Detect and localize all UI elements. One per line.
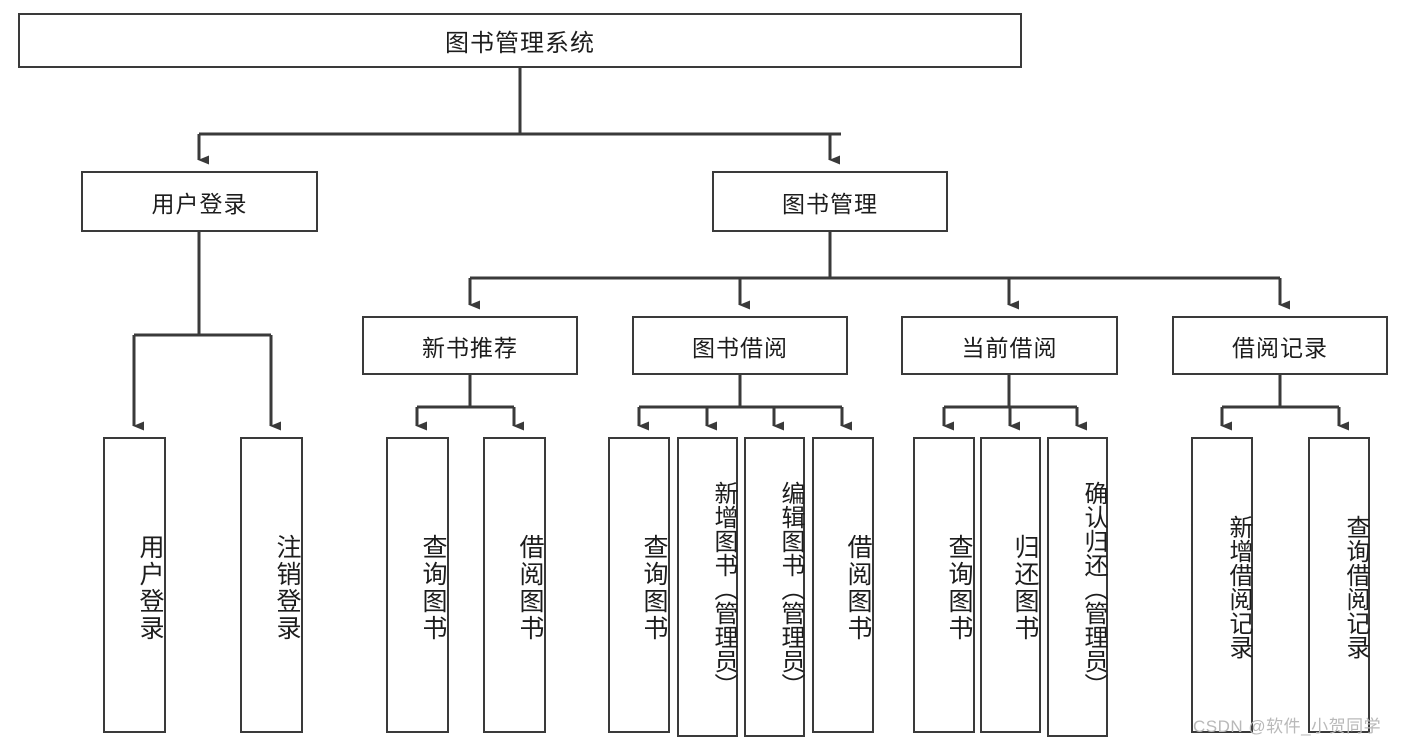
leaf-borrow-book-recommend[interactable]: 借阅图书 <box>483 437 546 733</box>
leaf-confirm-return-admin[interactable]: 确认归还（管理员） <box>1047 437 1108 737</box>
node-user-login[interactable]: 用户登录 <box>81 171 318 232</box>
node-label: 图书借阅 <box>692 334 788 361</box>
node-label: 归还图书 <box>1011 534 1039 642</box>
node-book-borrow[interactable]: 图书借阅 <box>632 316 848 375</box>
leaf-edit-book-admin[interactable]: 编辑图书（管理员） <box>744 437 805 737</box>
node-book-manage[interactable]: 图书管理 <box>712 171 948 232</box>
node-label: 图书管理 <box>782 190 878 217</box>
node-label: 新书推荐 <box>422 334 518 361</box>
node-label: 查询图书 <box>945 534 973 642</box>
node-label: 查询借阅记录 <box>1342 514 1369 659</box>
leaf-query-book-borrow[interactable]: 查询图书 <box>608 437 670 733</box>
leaf-return-book[interactable]: 归还图书 <box>980 437 1041 733</box>
node-label: 借阅图书 <box>516 534 544 642</box>
node-label: 用户登录 <box>151 190 248 217</box>
leaf-query-borrow-record[interactable]: 查询借阅记录 <box>1308 437 1370 733</box>
leaf-add-borrow-record[interactable]: 新增借阅记录 <box>1191 437 1253 733</box>
node-root-system[interactable]: 图书管理系统 <box>18 13 1022 68</box>
leaf-add-book-admin[interactable]: 新增图书（管理员） <box>677 437 738 737</box>
node-label: 借阅图书 <box>844 534 872 642</box>
leaf-borrow-book[interactable]: 借阅图书 <box>812 437 874 733</box>
leaf-query-book-current[interactable]: 查询图书 <box>913 437 975 733</box>
node-label: 查询图书 <box>419 534 447 642</box>
node-label: 注销登录 <box>273 534 301 642</box>
node-label: 用户登录 <box>136 534 164 642</box>
leaf-query-book-recommend[interactable]: 查询图书 <box>386 437 449 733</box>
node-new-book-recommend[interactable]: 新书推荐 <box>362 316 578 375</box>
node-borrow-record[interactable]: 借阅记录 <box>1172 316 1388 375</box>
node-label: 当前借阅 <box>961 334 1058 361</box>
node-label: 借阅记录 <box>1232 334 1328 361</box>
leaf-user-login[interactable]: 用户登录 <box>103 437 166 733</box>
node-label: 图书管理系统 <box>445 30 595 57</box>
node-label: 确认归还（管理员） <box>1080 480 1107 697</box>
leaf-logout[interactable]: 注销登录 <box>240 437 303 733</box>
node-label: 编辑图书（管理员） <box>777 480 804 697</box>
node-label: 新增借阅记录 <box>1225 514 1252 659</box>
node-current-borrow[interactable]: 当前借阅 <box>901 316 1118 375</box>
node-label: 新增图书（管理员） <box>710 480 737 697</box>
node-label: 查询图书 <box>640 534 668 642</box>
